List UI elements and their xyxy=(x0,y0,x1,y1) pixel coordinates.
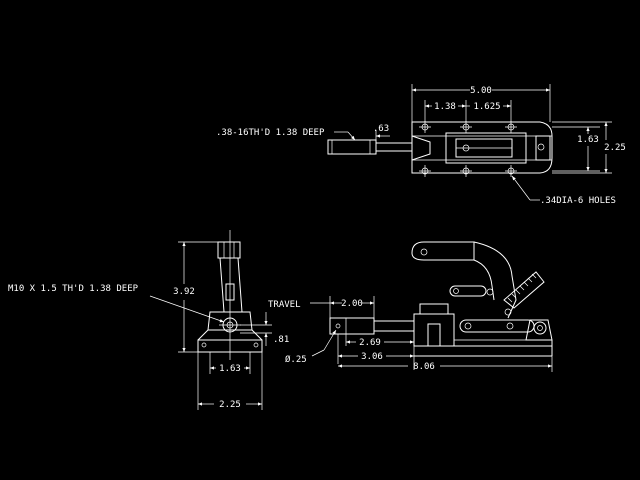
top-note-holes: .34DIA-6 HOLES xyxy=(540,196,616,206)
side-handle-linkage xyxy=(411,241,553,341)
top-note-thread: .38-16TH'D 1.38 DEEP xyxy=(216,128,325,138)
side-plunger xyxy=(329,317,415,335)
top-dim-plunger: .63 xyxy=(373,124,389,134)
end-dimensions: 3.92 .81 1.63 2.25 M10 X 1.5 TH'D 1.38 D… xyxy=(8,241,289,410)
top-dimensions: 5.00 1.38 1.625 1.63 2.25 .63 .38-16TH'D xyxy=(216,84,626,206)
side-dim-overall: 8.06 xyxy=(413,362,435,372)
top-base-plate xyxy=(411,121,553,174)
side-dim-travel: 2.00 xyxy=(341,299,363,309)
end-dim-offset: .81 xyxy=(273,335,289,345)
end-note-thread: M10 X 1.5 TH'D 1.38 DEEP xyxy=(8,284,139,294)
end-view: 3.92 .81 1.63 2.25 M10 X 1.5 TH'D 1.38 D… xyxy=(8,230,289,410)
end-dim-base-outer: 2.25 xyxy=(219,400,241,410)
top-mounting-holes xyxy=(419,121,545,177)
end-dim-height: 3.92 xyxy=(173,287,195,297)
side-base xyxy=(413,303,553,357)
top-plunger xyxy=(327,139,413,155)
side-dim-b: 3.06 xyxy=(361,352,383,362)
top-view: 5.00 1.38 1.625 1.63 2.25 .63 .38-16TH'D xyxy=(216,84,626,206)
side-dim-dia: Ø.25 xyxy=(285,354,307,365)
side-travel-label: TRAVEL xyxy=(268,300,301,310)
end-clamp-body xyxy=(197,230,263,360)
top-dim-b: 1.625 xyxy=(473,102,500,112)
top-dim-height-outer: 2.25 xyxy=(604,143,626,153)
side-dimensions: TRAVEL 2.00 2.69 3.06 8.06 Ø.25 xyxy=(268,296,553,372)
top-dim-height-inner: 1.63 xyxy=(577,135,599,145)
side-dim-a: 2.69 xyxy=(359,338,381,348)
top-dim-a: 1.38 xyxy=(434,102,456,112)
side-view: TRAVEL 2.00 2.69 3.06 8.06 Ø.25 xyxy=(268,241,553,372)
top-dim-overall: 5.00 xyxy=(470,86,492,96)
end-dim-base-inner: 1.63 xyxy=(219,364,241,374)
